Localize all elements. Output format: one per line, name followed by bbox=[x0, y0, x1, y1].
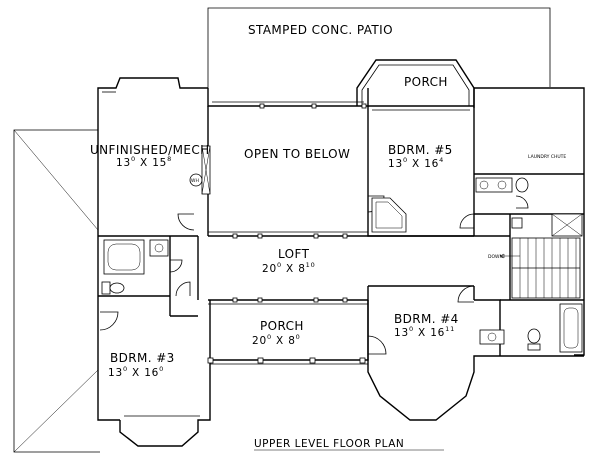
windows bbox=[102, 91, 470, 417]
bdrm5-dims: 130 X 164 bbox=[388, 156, 444, 170]
open-to-below-label: OPEN TO BELOW bbox=[244, 147, 350, 161]
patio-outline bbox=[207, 7, 551, 88]
unfinished-label: UNFINISHED/MECH bbox=[90, 143, 210, 157]
bdrm5-label: BDRM. #5 bbox=[388, 143, 453, 157]
stairs bbox=[499, 237, 581, 299]
porch-top-label: PORCH bbox=[404, 75, 448, 89]
exterior-walls bbox=[97, 59, 585, 447]
posts bbox=[207, 103, 367, 364]
down-note: DOWN bbox=[488, 254, 503, 260]
bdrm3-dims: 130 X 160 bbox=[108, 365, 164, 379]
fixtures bbox=[101, 145, 583, 353]
porch-bottom-label: PORCH bbox=[260, 319, 304, 333]
wh-note: WH bbox=[191, 178, 199, 184]
roof-outline bbox=[13, 129, 100, 453]
bdrm4-label: BDRM. #4 bbox=[394, 312, 459, 326]
loft-dims: 200 X 810 bbox=[262, 261, 316, 275]
laundry-chute-note: LAUNDRY CHUTE bbox=[528, 154, 566, 160]
doors bbox=[99, 195, 529, 355]
loft-label: LOFT bbox=[278, 247, 310, 261]
unfinished-dims: 130 X 158 bbox=[116, 155, 172, 169]
bdrm3-label: BDRM. #3 bbox=[110, 351, 175, 365]
bdrm4-dims: 130 X 1611 bbox=[394, 325, 455, 339]
plan-title: UPPER LEVEL FLOOR PLAN bbox=[254, 438, 404, 450]
patio-label: STAMPED CONC. PATIO bbox=[248, 23, 393, 37]
porch-bottom-dims: 200 X 80 bbox=[252, 333, 301, 347]
